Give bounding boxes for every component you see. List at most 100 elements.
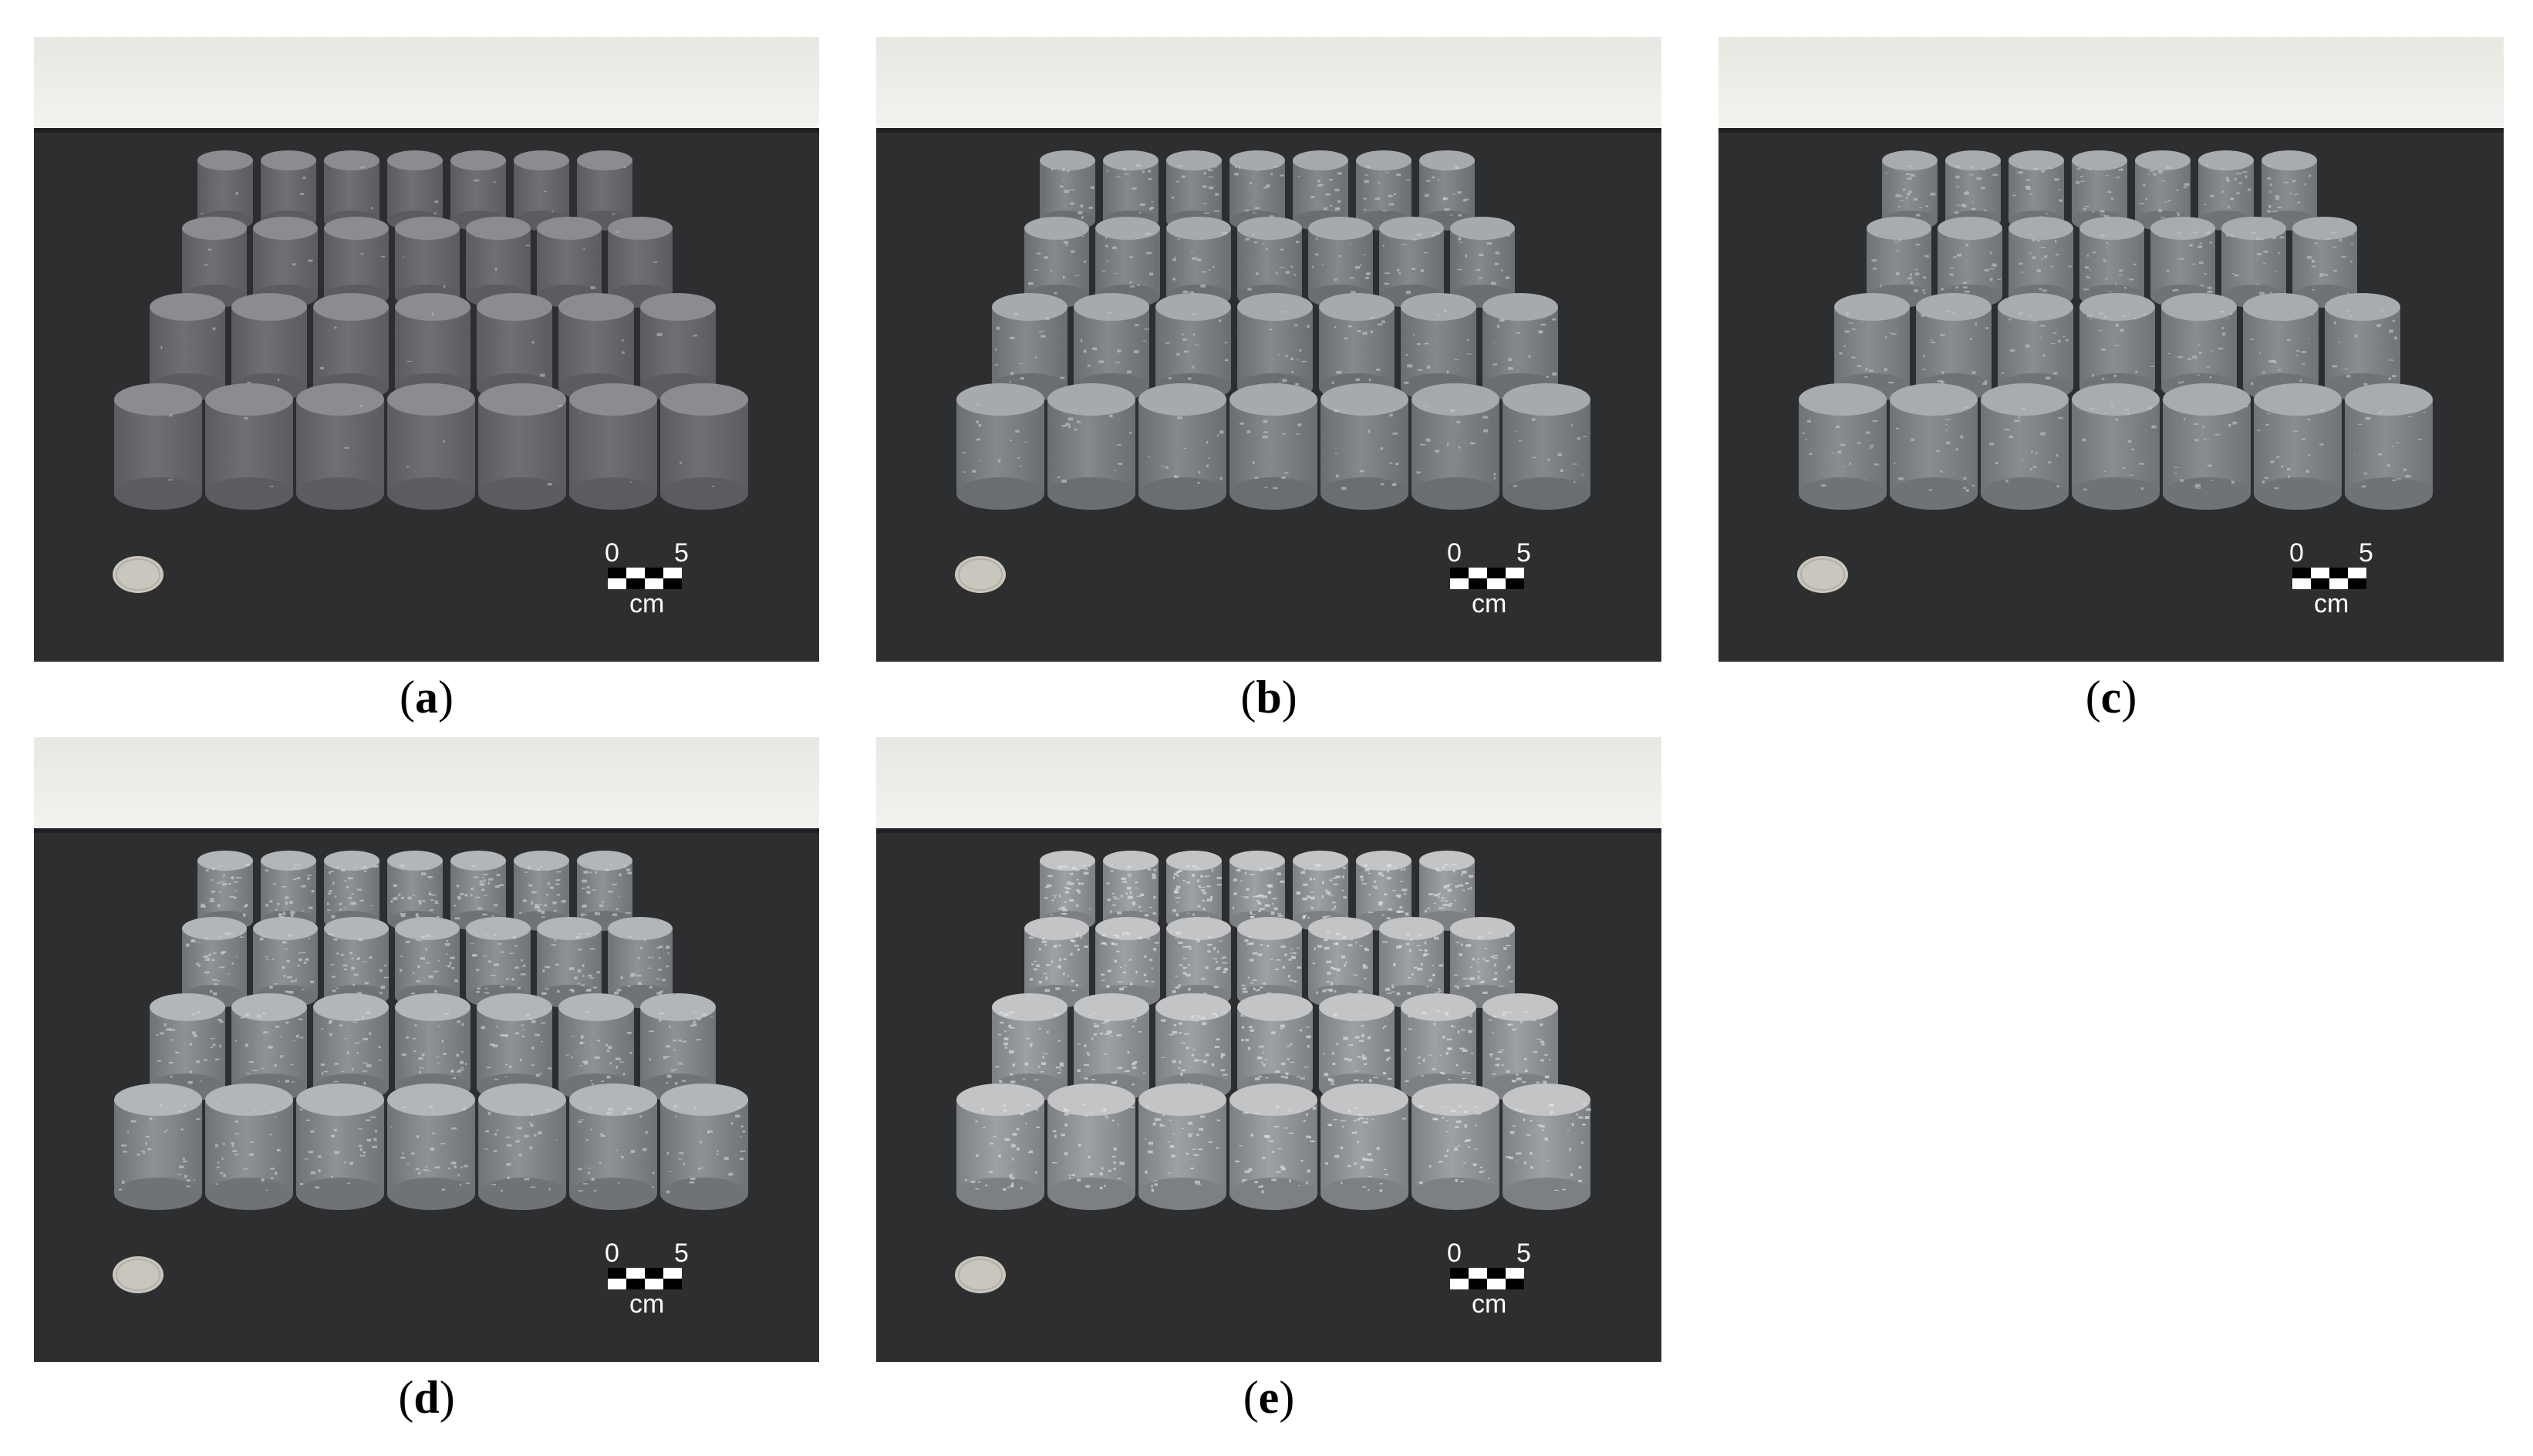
rock-specimen	[608, 217, 673, 308]
specimen-photo: 0 5 cm	[34, 37, 819, 662]
rock-specimen	[1379, 217, 1444, 308]
rock-specimen	[114, 1084, 202, 1210]
rock-specimen	[450, 150, 506, 231]
rock-specimen	[478, 383, 566, 510]
rock-specimen	[478, 1084, 566, 1210]
rock-specimen	[1379, 917, 1444, 1008]
rock-specimen	[313, 993, 389, 1101]
rock-specimen	[1981, 383, 2069, 510]
rock-specimen	[1890, 383, 1978, 510]
rock-specimen	[182, 917, 247, 1008]
rock-specimen	[1024, 917, 1089, 1008]
rock-specimen	[1138, 1084, 1226, 1210]
rock-specimen	[205, 1084, 293, 1210]
rock-specimen	[1320, 383, 1408, 510]
panel-caption-c: (c)	[2085, 672, 2137, 723]
panel-caption-a: (a)	[400, 672, 454, 723]
wall	[876, 737, 1661, 828]
rock-specimen	[1450, 217, 1515, 308]
coin	[1797, 556, 1848, 593]
rock-specimen	[1503, 1084, 1591, 1210]
scale-end-label: 5	[1516, 1239, 1531, 1268]
rock-specimen	[1412, 383, 1499, 510]
coin	[955, 1256, 1006, 1293]
coin	[113, 1256, 164, 1293]
panel-caption-d: (d)	[398, 1372, 455, 1423]
rock-specimen	[1047, 1084, 1135, 1210]
rock-specimen	[1450, 917, 1515, 1008]
rock-specimen	[1293, 150, 1348, 231]
scale-end-label: 5	[674, 1239, 689, 1268]
wall	[1718, 37, 2504, 128]
specimen-photo: 0 5 cm	[34, 737, 819, 1362]
rock-specimen	[2072, 383, 2160, 510]
scale-unit-label: cm	[629, 1289, 664, 1319]
rock-specimen	[569, 1084, 657, 1210]
rock-specimen	[1319, 993, 1395, 1101]
scale-bar: 0 5 cm	[605, 538, 689, 618]
rock-specimen	[1482, 293, 1558, 401]
rock-specimen	[1229, 383, 1317, 510]
scale-end-label: 5	[674, 538, 689, 568]
rock-specimen	[1799, 383, 1887, 510]
scale-start-label: 0	[2289, 538, 2304, 568]
rock-specimen	[660, 383, 748, 510]
rock-specimen	[956, 1084, 1044, 1210]
scale-end-label: 5	[2359, 538, 2373, 568]
rock-specimen	[1308, 917, 1373, 1008]
scale-unit-label: cm	[629, 589, 664, 618]
rock-specimen	[296, 383, 384, 510]
rock-specimen	[1024, 217, 1089, 308]
rock-specimen	[395, 993, 471, 1101]
rock-specimen	[387, 383, 475, 510]
rock-specimen	[2079, 293, 2155, 401]
scale-start-label: 0	[1447, 538, 1462, 568]
rock-specimen	[2345, 383, 2433, 510]
rock-specimen	[2292, 217, 2357, 308]
rock-specimen	[608, 917, 673, 1008]
panel-label: e	[1258, 1372, 1280, 1423]
wall	[34, 737, 819, 828]
photo-panel-a: 0 5 cm	[34, 37, 819, 662]
rock-specimen	[395, 293, 471, 401]
rock-specimen	[2163, 383, 2251, 510]
rock-specimen	[2161, 293, 2237, 401]
rock-specimen	[2254, 383, 2342, 510]
rock-specimen	[1834, 293, 1910, 401]
scale-unit-label: cm	[1472, 589, 1506, 618]
scale-start-label: 0	[605, 1239, 619, 1268]
coin	[113, 556, 164, 593]
rock-specimen	[2221, 217, 2286, 308]
rock-specimen	[956, 383, 1044, 510]
panel-label: b	[1256, 672, 1282, 723]
panel-label: d	[413, 1372, 440, 1423]
rock-specimen	[261, 851, 316, 931]
rock-specimen	[477, 293, 552, 401]
rock-specimen	[387, 150, 443, 231]
wall	[876, 37, 1661, 128]
coin	[955, 556, 1006, 593]
scale-start-label: 0	[605, 538, 619, 568]
rock-specimen	[1320, 1084, 1408, 1210]
panel-label: c	[2100, 672, 2122, 723]
rock-specimen	[205, 383, 293, 510]
scale-bar: 0 5 cm	[605, 1239, 689, 1319]
scale-unit-label: cm	[1472, 1289, 1506, 1319]
rock-specimen	[296, 1084, 384, 1210]
rock-specimen	[569, 383, 657, 510]
rock-specimen	[1412, 1084, 1499, 1210]
photo-panel-d: 0 5 cm	[34, 737, 819, 1362]
rock-specimen	[1419, 150, 1475, 231]
rock-specimen	[660, 1084, 748, 1210]
rock-specimen	[1103, 851, 1159, 931]
rock-specimen	[1503, 383, 1590, 510]
rock-specimen	[114, 383, 202, 510]
